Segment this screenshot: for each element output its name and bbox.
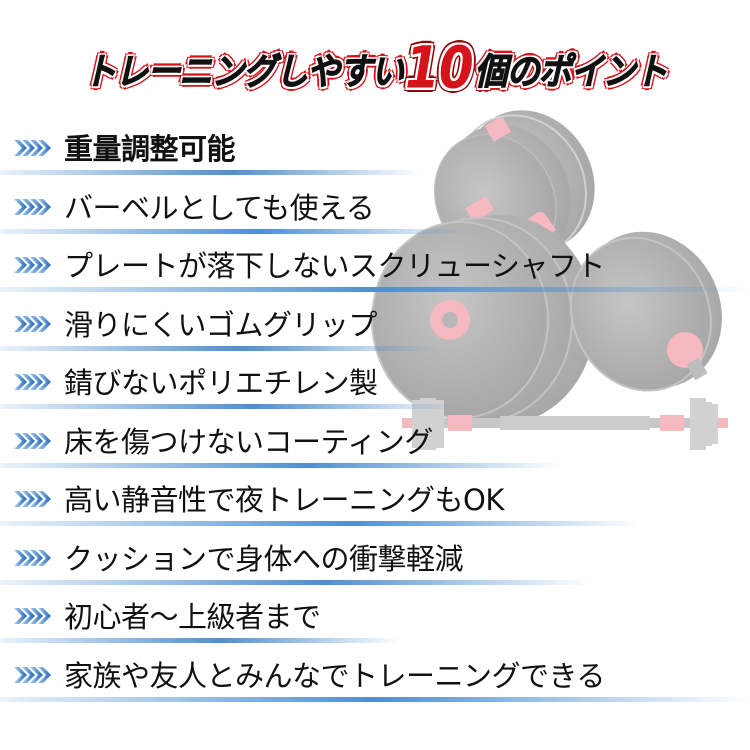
chevron-arrows-icon: [14, 666, 51, 683]
feature-label: 初心者～上級者まで: [64, 600, 321, 634]
feature-label: 床を傷つけないコーティング: [64, 424, 433, 459]
feature-label: 家族や友人とみんなでトレーニングできる: [64, 658, 605, 693]
feature-item: バーベルとしても使える: [0, 185, 750, 244]
feature-underline: [0, 696, 750, 702]
feature-underline: [0, 579, 590, 585]
feature-label: クッションで身体への衝撃軽減: [64, 541, 464, 576]
feature-label: プレートが落下しないスクリューシャフト: [64, 249, 605, 283]
feature-item: 重量調整可能: [0, 126, 750, 185]
feature-underline: [0, 345, 440, 351]
feature-label: 滑りにくいゴムグリップ: [64, 307, 377, 342]
feature-underline: [0, 404, 460, 409]
title-prefix: トレーニングしやすい: [83, 49, 405, 93]
chevron-arrows-icon: [14, 432, 51, 449]
chevron-arrows-icon: [14, 198, 51, 215]
feature-item: 初心者～上級者まで: [0, 594, 750, 653]
feature-underline: [0, 228, 470, 234]
chevron-arrows-icon: [14, 257, 51, 273]
chevron-arrows-icon: [14, 140, 51, 156]
feature-underline: [0, 462, 560, 468]
feature-underline: [0, 287, 750, 292]
feature-item: 錆びないポリエチレン製: [0, 360, 750, 419]
page-title: トレーニングしやすい 10 個のポイント: [0, 35, 750, 102]
feature-item: 床を傷つけないコーティング: [0, 419, 750, 478]
feature-item: 滑りにくいゴムグリップ: [0, 302, 750, 361]
feature-underline: [0, 638, 400, 643]
chevron-arrows-icon: [14, 374, 51, 390]
feature-underline: [0, 170, 420, 175]
feature-item: プレートが落下しないスクリューシャフト: [0, 243, 750, 302]
feature-underline: [0, 521, 640, 526]
chevron-arrows-icon: [14, 491, 51, 507]
title-number: 10: [405, 34, 474, 102]
feature-label: 錆びないポリエチレン製: [64, 366, 378, 400]
chevron-arrows-icon: [14, 549, 51, 566]
feature-list: 重量調整可能 バーベルとしても使える プレートが落下しないスクリューシャフト 滑…: [0, 126, 750, 711]
feature-item: クッションで身体への衝撃軽減: [0, 536, 750, 595]
feature-label: 高い静音性で夜トレーニングもOK: [64, 483, 504, 517]
feature-item: 高い静音性で夜トレーニングもOK: [0, 477, 750, 536]
title-suffix: 個のポイント: [474, 49, 668, 93]
chevron-arrows-icon: [14, 315, 51, 332]
feature-label: バーベルとしても使える: [64, 190, 375, 225]
feature-label: 重量調整可能: [64, 132, 236, 166]
feature-item: 家族や友人とみんなでトレーニングできる: [0, 653, 750, 712]
chevron-arrows-icon: [14, 608, 51, 624]
